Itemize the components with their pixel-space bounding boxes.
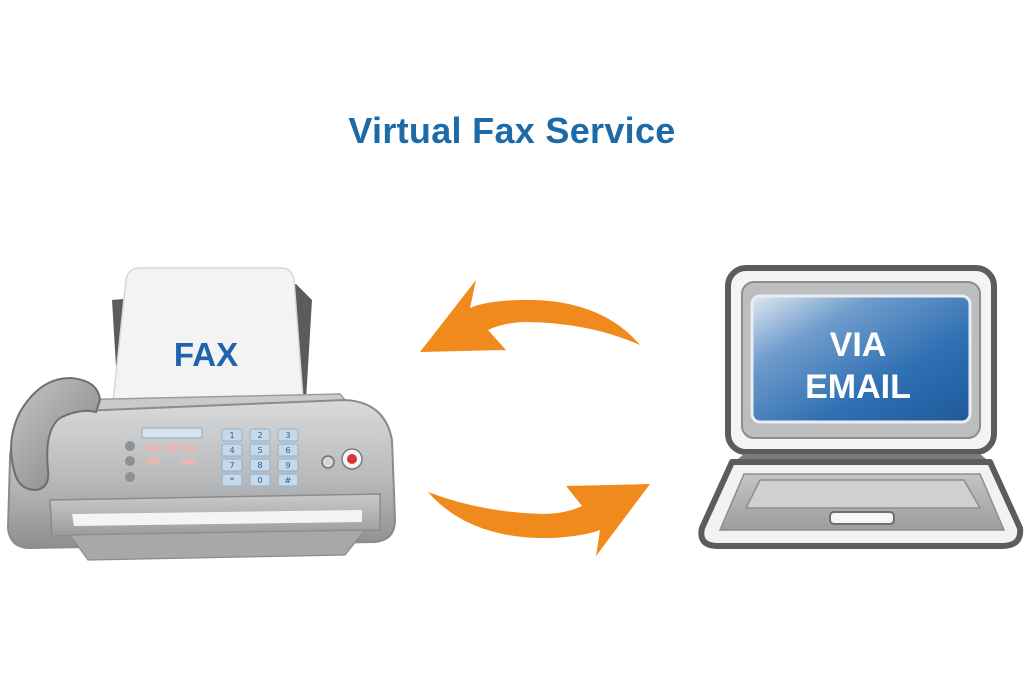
screen-label-line1: VIA: [830, 326, 887, 364]
laptop-icon: VIA EMAIL: [701, 268, 1020, 546]
fax-paper-label: FAX: [174, 336, 238, 373]
fax-function-button: [182, 458, 196, 464]
fax-key: 2: [257, 431, 262, 440]
fax-function-button: [164, 445, 178, 451]
fax-key: #: [285, 476, 292, 485]
arrow-left-icon: [420, 280, 640, 352]
fax-start-button-light: [347, 454, 357, 464]
fax-machine-icon: FAX 1: [8, 268, 395, 560]
fax-key: 7: [229, 461, 234, 470]
fax-key: 5: [257, 446, 262, 455]
fax-key: 1: [229, 431, 234, 440]
fax-key: 0: [257, 476, 262, 485]
arrow-right-icon: [428, 484, 650, 556]
fax-function-button: [146, 458, 160, 464]
fax-key: 3: [285, 431, 290, 440]
fax-key: *: [230, 476, 234, 485]
fax-light: [125, 472, 135, 482]
fax-function-button: [146, 445, 160, 451]
fax-tray-lip: [70, 530, 365, 560]
fax-light: [125, 441, 135, 451]
fax-key: 8: [257, 461, 262, 470]
fax-key: 6: [285, 446, 290, 455]
laptop-keyboard: [746, 480, 980, 508]
fax-round-button: [322, 456, 334, 468]
fax-key: 9: [285, 461, 290, 470]
laptop-trackpad: [830, 512, 894, 524]
fax-light: [125, 456, 135, 466]
fax-display: [142, 428, 202, 438]
screen-label-line2: EMAIL: [805, 368, 911, 406]
fax-function-button: [182, 445, 196, 451]
fax-key: 4: [229, 446, 234, 455]
